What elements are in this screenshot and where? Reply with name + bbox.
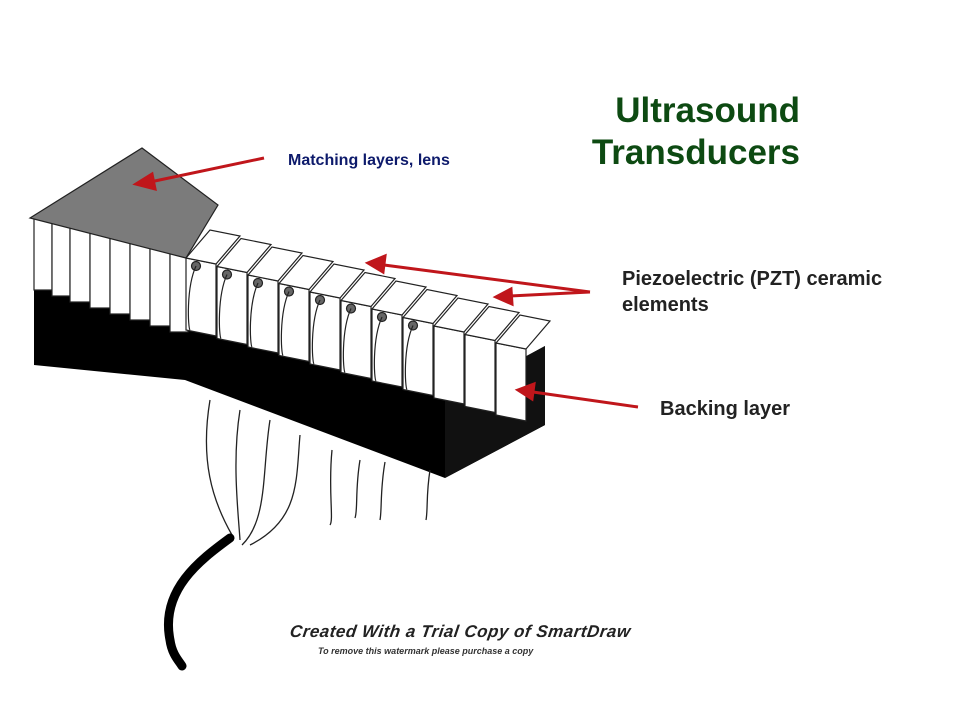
arrows <box>132 156 639 409</box>
arrowhead-backing <box>514 381 536 402</box>
arrowhead-matching <box>132 171 157 192</box>
piezo-element-front <box>340 299 372 380</box>
title-line-2: Transducers <box>591 133 800 172</box>
arrowhead-piezo-2 <box>492 286 514 307</box>
piezo-element-top <box>246 246 304 282</box>
piezo-element-top <box>184 229 242 265</box>
piezo-element-top <box>494 314 552 350</box>
electrode-lead <box>280 291 290 356</box>
piezo-element-front <box>433 325 465 405</box>
electrode-lead <box>187 265 197 331</box>
piezo-element-top <box>432 297 490 333</box>
watermark-line-1: Created With a Trial Copy of SmartDraw <box>288 622 633 641</box>
piezo-element-front <box>464 333 496 414</box>
label-piezo-line-2: elements <box>622 294 709 316</box>
electrode-lead <box>342 308 352 373</box>
piezo-element-front <box>185 257 217 337</box>
label-piezo-line-1: Piezoelectric (PZT) ceramic <box>622 268 883 290</box>
arrow-piezo-2 <box>509 290 591 298</box>
electrode-lead <box>249 282 259 348</box>
piezo-element-top <box>339 271 397 308</box>
electrode-lead <box>373 316 383 382</box>
watermark-line-2: To remove this watermark please purchase… <box>318 646 534 656</box>
wires <box>205 399 431 546</box>
title-line-1: Ultrasound <box>615 91 800 130</box>
piezo-element-front <box>371 308 403 388</box>
piezo-element-top <box>401 288 459 325</box>
piezo-element-front <box>278 282 310 363</box>
electrode-lead <box>404 325 414 390</box>
piezo-elements <box>184 229 552 422</box>
page-title: Ultrasound Transducers <box>540 90 800 174</box>
piezo-element-front <box>309 291 341 371</box>
electrode-lead <box>311 299 321 365</box>
piezo-element-top <box>215 237 273 274</box>
piezo-element-top <box>277 254 335 291</box>
matching-layer <box>28 147 219 259</box>
piezo-element-front <box>495 342 527 422</box>
arrowhead-piezo-1 <box>364 253 387 275</box>
arrow-matching <box>149 156 265 184</box>
left-elements <box>33 217 189 333</box>
piezo-element-front <box>402 316 434 397</box>
label-backing-layer: Backing layer <box>660 398 791 420</box>
label-piezo-elements: Piezoelectric (PZT) ceramic elements <box>622 266 942 318</box>
electrode-lead <box>218 274 228 339</box>
arrow-piezo-1 <box>383 263 591 294</box>
piezo-element-top <box>308 263 366 299</box>
label-matching-layers: Matching layers, lens <box>288 152 450 169</box>
piezo-element-front <box>216 265 248 346</box>
cable <box>164 533 235 671</box>
arrow-backing <box>532 390 639 409</box>
piezo-element-top <box>463 305 521 342</box>
piezo-element-front <box>247 274 279 354</box>
piezo-element-top <box>370 280 428 316</box>
